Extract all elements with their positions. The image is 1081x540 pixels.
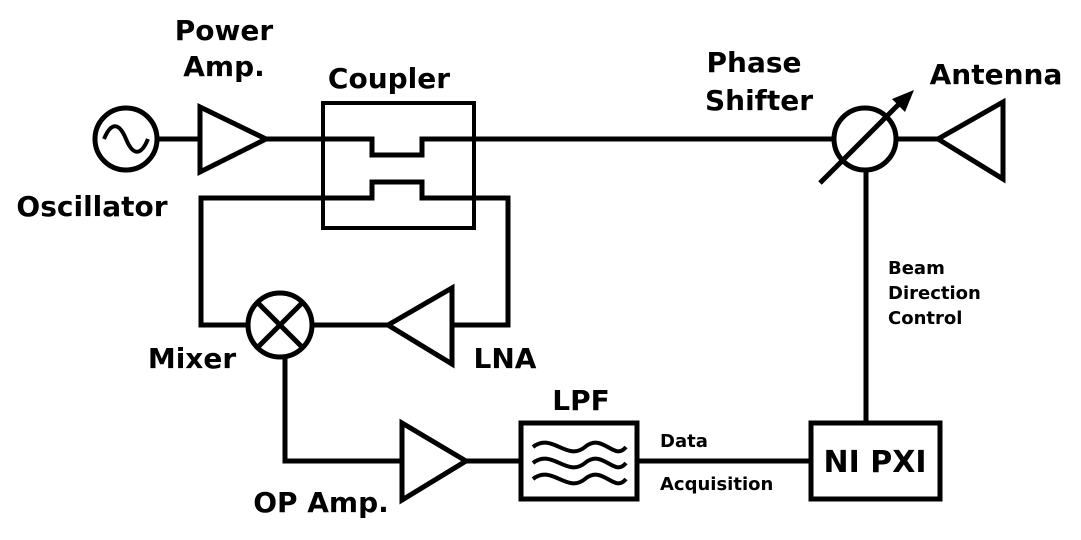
sine-source-icon bbox=[92, 105, 160, 173]
op-amp-label: OP Amp. bbox=[253, 486, 389, 519]
power-amp-label-line2: Amp. bbox=[183, 50, 265, 83]
data-acquisition-label-line2: Acquisition bbox=[660, 474, 773, 495]
beam-direction-label-line3: Control bbox=[888, 308, 962, 329]
oscillator-label: Oscillator bbox=[16, 190, 167, 223]
lna-label: LNA bbox=[474, 342, 537, 375]
wire-mixer-opamp bbox=[282, 358, 402, 464]
power-amp-icon bbox=[197, 103, 272, 177]
beam-direction-label-line2: Direction bbox=[888, 283, 981, 304]
power-amp-label-line1: Power bbox=[175, 14, 274, 47]
phase-shifter-label-line2: Shifter bbox=[705, 84, 813, 117]
phase-shifter-icon bbox=[818, 90, 914, 185]
ni-pxi-label: NI PXI bbox=[824, 445, 927, 480]
phase-shifter-label-line1: Phase bbox=[706, 46, 801, 79]
op-amp-icon bbox=[399, 418, 471, 505]
low-pass-filter-icon bbox=[518, 420, 640, 502]
mixer-icon bbox=[245, 290, 315, 360]
coupler-label: Coupler bbox=[328, 62, 450, 95]
beam-direction-label-line1: Beam bbox=[888, 258, 945, 279]
ni-pxi-box: NI PXI bbox=[808, 420, 943, 502]
lpf-label: LPF bbox=[552, 384, 610, 417]
antenna-label: Antenna bbox=[930, 58, 1063, 91]
data-acquisition-label-line1: Data bbox=[660, 431, 708, 452]
mixer-label: Mixer bbox=[148, 342, 237, 375]
antenna-icon bbox=[933, 97, 1006, 184]
lna-icon bbox=[383, 283, 455, 369]
directional-coupler-icon bbox=[321, 101, 476, 230]
wire-coupler-mixer bbox=[198, 195, 372, 328]
